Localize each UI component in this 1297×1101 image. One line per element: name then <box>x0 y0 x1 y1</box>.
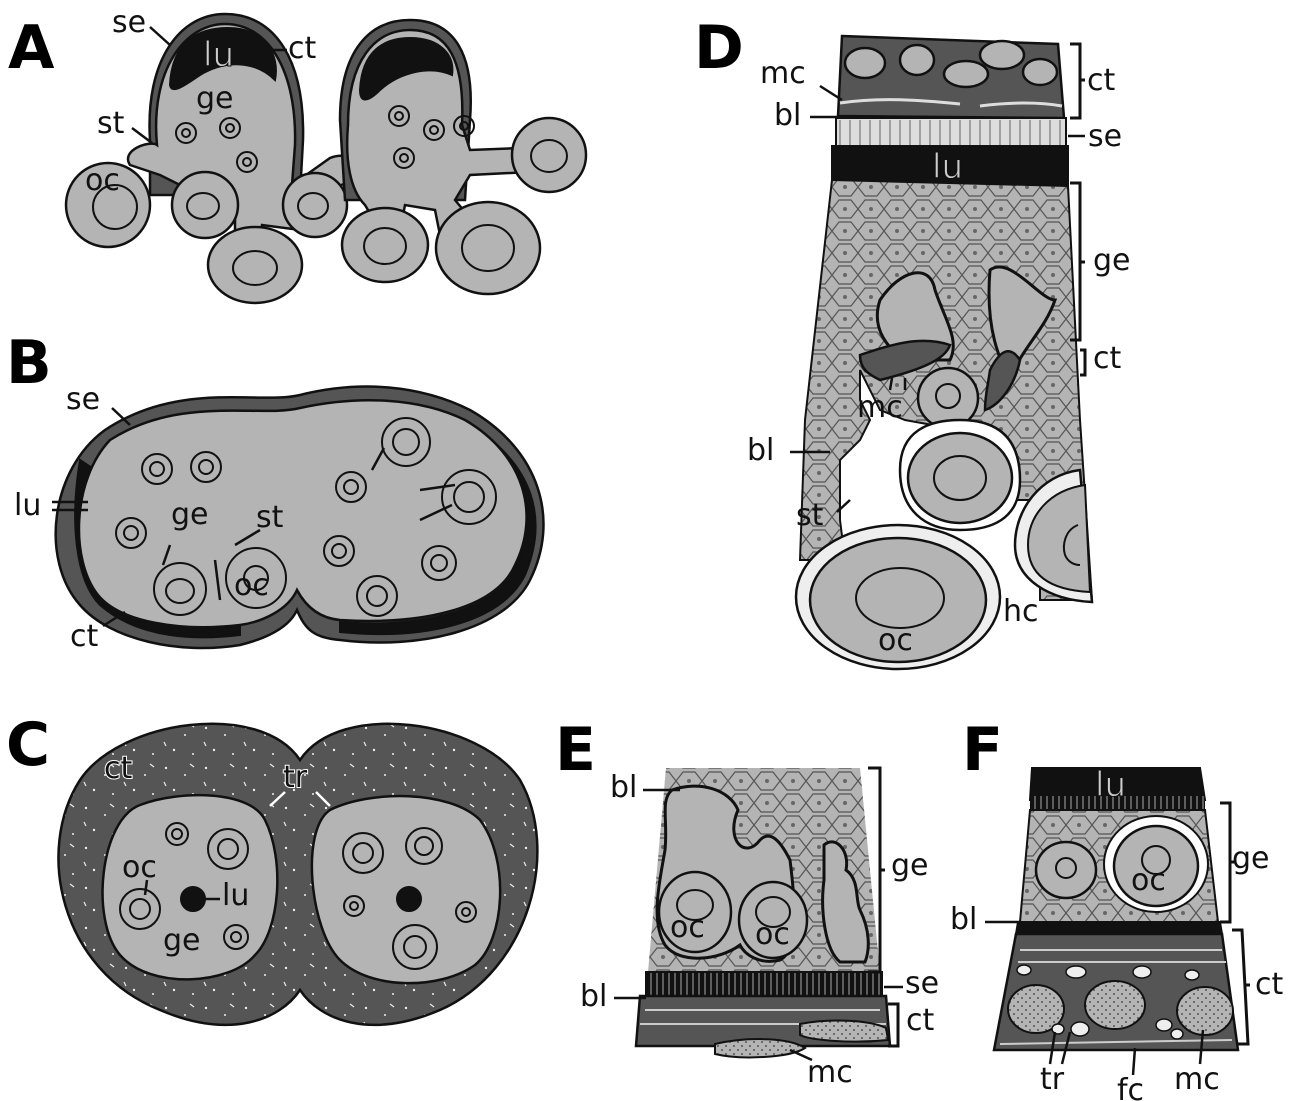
label-ct: ct <box>1087 63 1115 98</box>
label-fc: fc <box>1117 1073 1144 1101</box>
panel-d: D mc bl ct se lu <box>694 13 1131 669</box>
panel-a: A <box>8 5 586 303</box>
label-ge: ge <box>196 81 234 116</box>
panel-e-letter: E <box>555 715 596 785</box>
label-oc: oc <box>878 623 913 658</box>
label-tr: tr <box>283 760 308 795</box>
label-ge: ge <box>163 923 201 958</box>
label-bl-mid: bl <box>747 433 774 468</box>
label-ct: ct <box>104 751 132 786</box>
panel-a-right-ovary <box>340 20 586 294</box>
label-lu: lu <box>14 488 41 523</box>
label-mc-mid: mc <box>857 390 903 425</box>
label-oc: oc <box>122 850 157 885</box>
oocyte <box>283 173 347 237</box>
label-lu: lu <box>1095 765 1126 805</box>
label-ct: ct <box>288 31 316 66</box>
label-ct: ct <box>906 1003 934 1038</box>
label-ge: ge <box>1093 243 1131 278</box>
oocyte <box>436 202 540 294</box>
label-ct: ct <box>1255 967 1283 1002</box>
label-ge: ge <box>171 497 209 532</box>
panel-a-letter: A <box>8 13 55 83</box>
label-st: st <box>256 500 284 535</box>
label-mc: mc <box>760 56 806 91</box>
label-se: se <box>66 382 100 417</box>
label-ct: ct <box>70 619 98 654</box>
panel-f: F lu ge oc bl ct tr fc mc <box>950 715 1283 1101</box>
oocyte <box>208 227 302 303</box>
label-oc2: oc <box>755 917 790 952</box>
label-tr: tr <box>1040 1062 1065 1097</box>
panel-d-letter: D <box>694 13 744 83</box>
oocyte <box>172 172 238 238</box>
label-oc1: oc <box>670 910 705 945</box>
panel-e-muscle-cell <box>715 1039 805 1057</box>
label-ge: ge <box>891 848 929 883</box>
label-se: se <box>112 5 146 40</box>
label-lu: lu <box>203 35 234 75</box>
panel-b-germinal-epithelium <box>79 400 527 627</box>
panel-e: E bl ge oc oc se bl ct mc <box>555 715 939 1090</box>
panel-c: C ct tr oc lu ge <box>6 710 537 1025</box>
label-mc: mc <box>807 1055 853 1090</box>
label-se: se <box>1088 119 1122 154</box>
label-mc: mc <box>1174 1062 1220 1097</box>
label-oc: oc <box>234 568 269 603</box>
label-hc: hc <box>1003 594 1039 629</box>
panel-c-letter: C <box>6 710 50 780</box>
label-ct-mid: ct <box>1093 341 1121 376</box>
label-oc: oc <box>85 163 120 198</box>
oocyte <box>512 118 586 192</box>
label-lu: lu <box>222 878 249 913</box>
oocyte <box>342 208 428 282</box>
label-st: st <box>796 498 824 533</box>
panel-b: B se lu ge st oc ct <box>6 328 544 654</box>
label-bl-bot: bl <box>580 979 607 1014</box>
label-ge: ge <box>1232 841 1270 876</box>
panel-b-letter: B <box>6 328 52 398</box>
label-st: st <box>97 106 125 141</box>
panel-f-letter: F <box>962 715 1003 785</box>
label-bl: bl <box>950 902 977 937</box>
label-bl: bl <box>774 98 801 133</box>
label-oc: oc <box>1131 863 1166 898</box>
label-bl-top: bl <box>610 770 637 805</box>
label-lu: lu <box>932 147 963 187</box>
label-se: se <box>905 966 939 1001</box>
